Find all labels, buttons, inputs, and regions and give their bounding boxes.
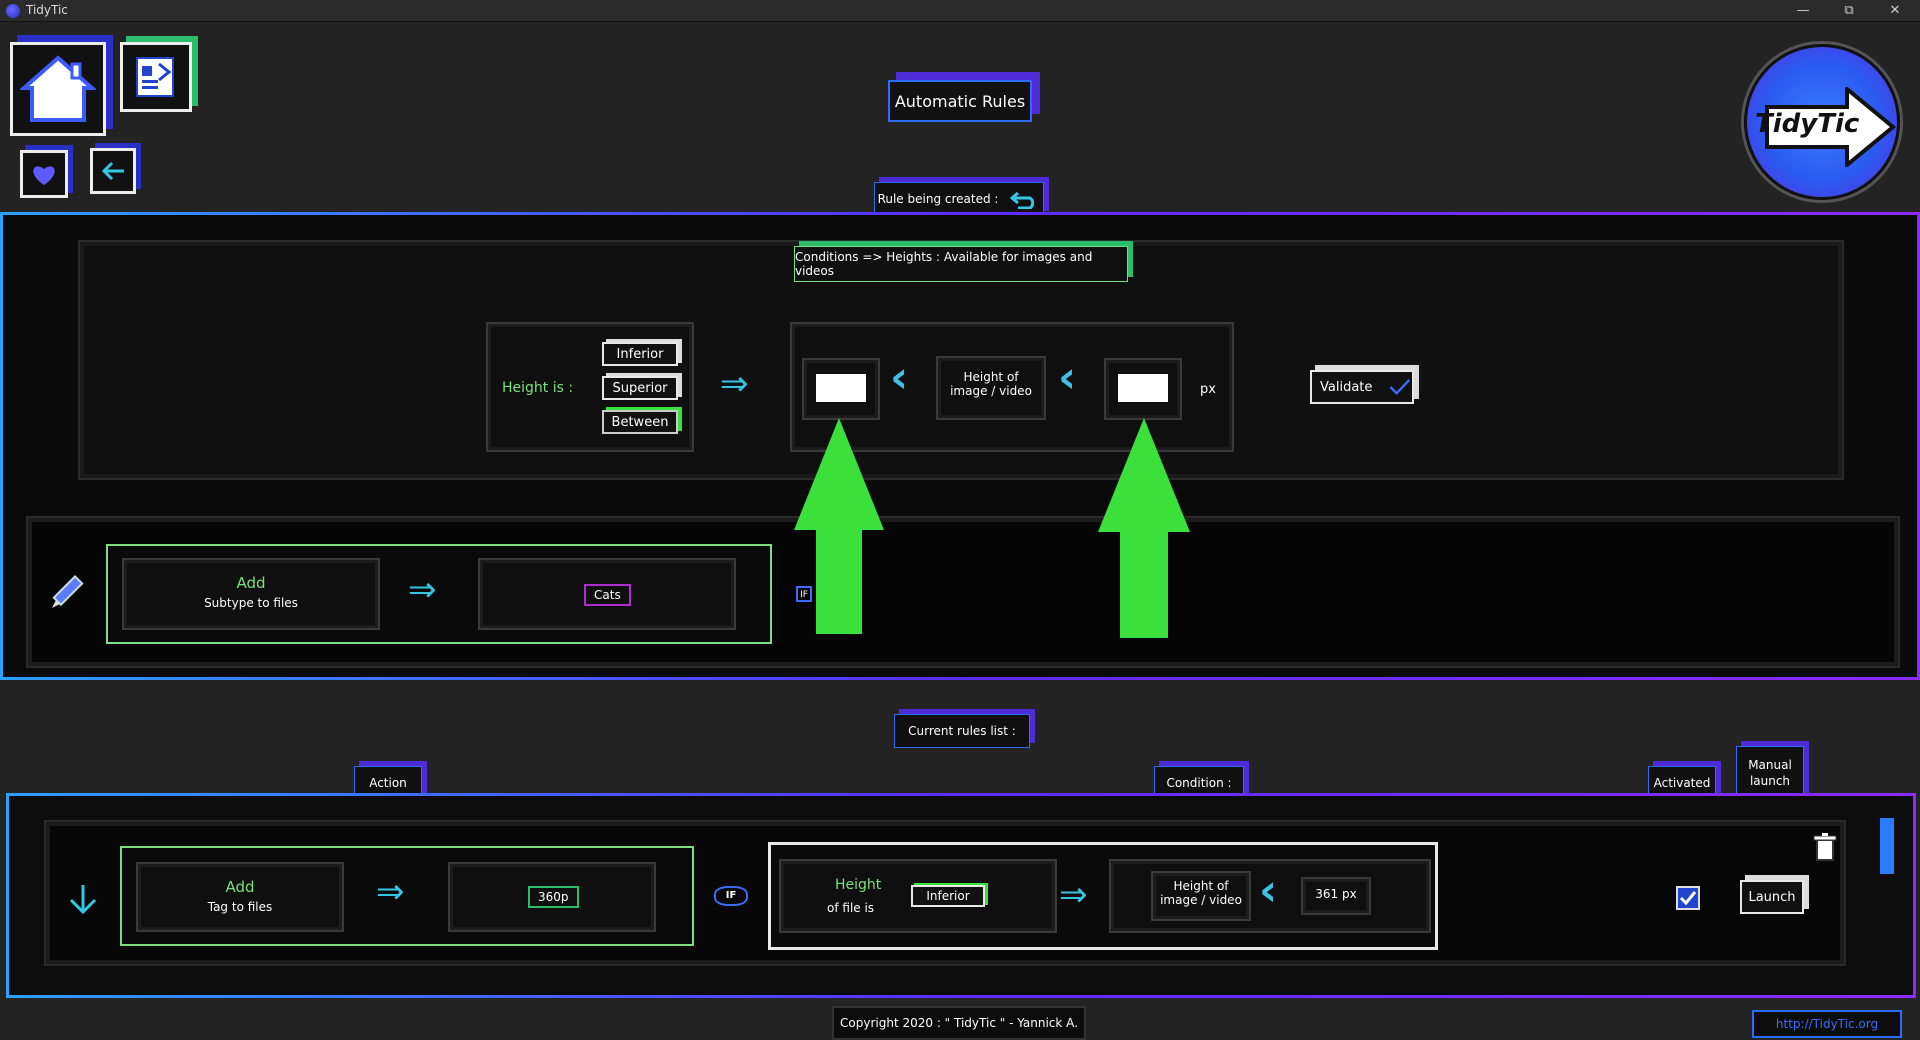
trash-icon[interactable] [1812,832,1838,862]
height-is-box: Height is : Inferior Superior Between [486,322,694,452]
annotation-arrow-right [1098,418,1190,638]
height-of-media-box: Height of image / video [936,356,1046,420]
expand-down-icon[interactable] [66,882,100,916]
action-value-box: Cats [478,558,736,630]
website-link[interactable]: http://TidyTic.org [1752,1010,1902,1038]
option-between[interactable]: Between [602,410,678,434]
logo-arrow-icon [1765,87,1897,167]
scrollbar-thumb[interactable] [1880,818,1894,874]
rule-height-of-label: Height of [1173,879,1229,893]
min-value-frame [802,358,880,420]
conditions-title: Conditions => Heights : Available for im… [794,246,1128,282]
subtype-label: Subtype to files [204,596,298,610]
max-height-input[interactable] [1118,374,1168,402]
copyright-footer: Copyright 2020 : " TidyTic " - Yannick A… [832,1006,1086,1040]
max-value-frame [1104,358,1182,420]
check-icon [1679,891,1697,906]
rule-cond-operator: Inferior [911,885,985,907]
page-title: Automatic Rules [888,80,1032,122]
launch-button[interactable]: Launch [1740,880,1804,914]
window-title: TidyTic [26,3,68,17]
rule-action-label: Tag to files [207,900,273,914]
favorites-button[interactable] [20,150,68,198]
home-icon [20,55,96,122]
height-range-box: ‹ Height of image / video ‹ px [790,322,1234,452]
double-arrow-icon: ⇒ [1059,875,1088,915]
rule-action-box: Add Tag to files ⇒ 360p [120,846,694,946]
add-action-box[interactable]: Add Subtype to files [122,558,380,630]
rule-height-of-box: Height of image / video [1151,871,1251,921]
image-video-label: image / video [950,384,1032,398]
less-than-icon: ‹ [890,352,909,403]
add-label: Add [236,574,266,592]
action-builder-box: Add Subtype to files ⇒ Cats [106,544,772,644]
px-unit: px [1200,382,1216,397]
less-than-icon: ‹ [1058,352,1077,403]
rule-if-badge: IF [714,886,748,906]
rule-value-box: 360p [448,862,656,932]
less-than-icon: ‹ [1259,865,1278,916]
report-button[interactable] [120,42,192,112]
logo-text: TidyTic [1755,109,1860,139]
restore-icon[interactable]: ⧉ [1844,3,1854,18]
home-button[interactable] [10,42,106,136]
col-launch-label: launch [1749,774,1791,788]
back-arrow-icon [101,161,124,181]
checkmark-icon [1389,379,1411,395]
cats-tag[interactable]: Cats [584,584,631,606]
min-height-input[interactable] [816,374,866,402]
validate-button[interactable]: Validate [1310,370,1414,404]
rule-cond-of-file: of file is [827,901,875,915]
option-inferior[interactable]: Inferior [602,342,678,366]
double-arrow-icon: ⇒ [720,364,749,404]
heart-icon [33,166,55,185]
height-of-label: Height of [963,370,1019,384]
option-superior[interactable]: Superior [602,376,678,400]
close-icon[interactable]: ✕ [1889,3,1901,18]
undo-icon[interactable] [1010,189,1040,209]
rule-condition-left: Height of file is Inferior [779,859,1057,933]
rule-condition-right: Height of image / video ‹ 361 px [1109,859,1431,933]
back-button[interactable] [90,148,136,194]
height-is-label: Height is : [502,380,574,396]
double-arrow-icon: ⇒ [408,570,437,610]
rule-add-label: Add [225,878,255,896]
col-manual-label: Manual [1748,758,1792,772]
app-icon [6,4,20,18]
rule-being-created-label: Rule being created : [877,192,999,206]
rule-add-box: Add Tag to files [136,862,344,932]
rule-tag-value: 360p [528,886,579,908]
col-manual-launch: Manual launch [1736,746,1804,800]
minimize-icon[interactable]: — [1796,3,1810,18]
current-rules-title: Current rules list : [894,714,1030,748]
report-icon [136,57,174,97]
tidytic-logo: TidyTic [1744,44,1900,200]
validate-label: Validate [1320,379,1373,395]
annotation-arrow-left [794,418,884,634]
rule-limit-value: 361 px [1301,877,1371,915]
if-badge: IF [796,586,812,602]
rule-being-created-tab: Rule being created : [874,182,1044,216]
rule-cond-height: Height [835,877,882,893]
double-arrow-icon: ⇒ [376,872,405,912]
rule-condition-box: Height of file is Inferior ⇒ Height of i… [768,842,1438,950]
title-bar: TidyTic — ⧉ ✕ [0,0,1920,22]
rule-image-video-label: image / video [1160,893,1242,907]
activated-checkbox[interactable] [1676,886,1700,910]
pencil-icon[interactable] [48,572,88,612]
